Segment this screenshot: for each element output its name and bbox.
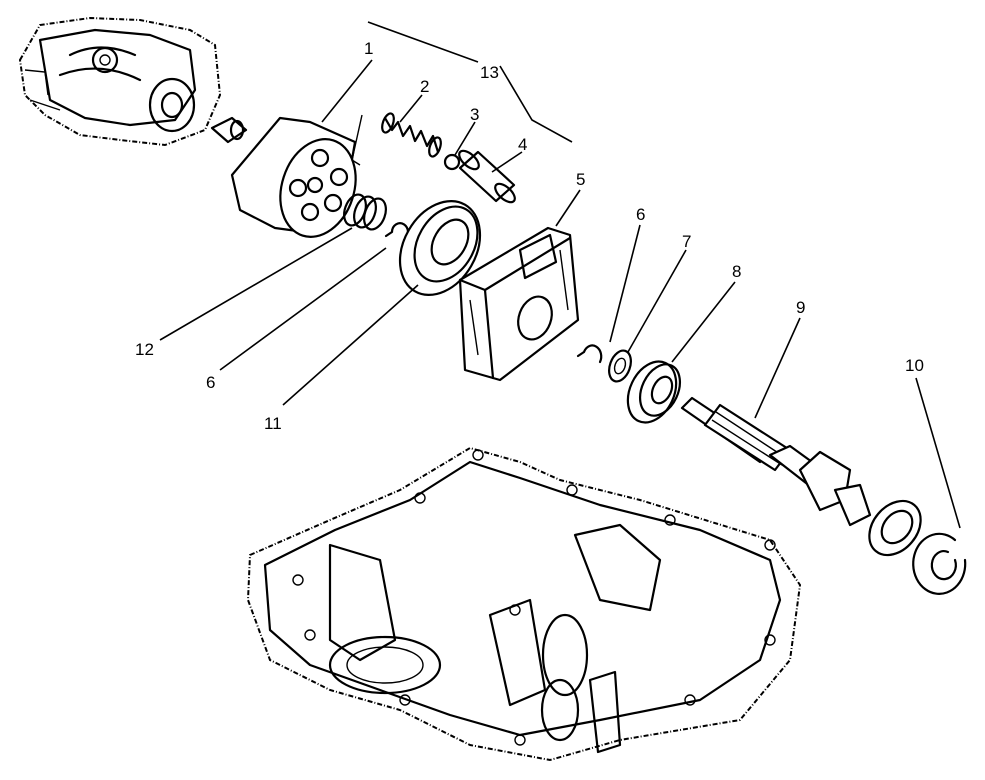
callouts: 1 2 3 4 5 6 7 8 9 10 11 12 6 13 — [135, 39, 924, 433]
bearing-upper — [626, 360, 682, 424]
snap-ring-right — [576, 344, 603, 364]
callout-4: 4 — [518, 135, 527, 154]
plunger — [458, 149, 516, 204]
callout-13: 13 — [480, 63, 499, 82]
swash-plate — [398, 200, 482, 296]
spring-lower — [343, 193, 387, 231]
callout-6-left: 6 — [206, 373, 215, 392]
spring-upper — [351, 112, 442, 166]
callout-10: 10 — [905, 356, 924, 375]
callout-5: 5 — [576, 170, 585, 189]
shaft — [680, 396, 872, 527]
transmission-case — [246, 446, 802, 762]
end-housing-block — [458, 226, 580, 382]
ball — [443, 153, 461, 171]
callout-3: 3 — [470, 105, 479, 124]
bearing-lower — [868, 499, 922, 557]
pin — [210, 116, 248, 144]
callout-7: 7 — [682, 232, 691, 251]
retaining-clip — [912, 532, 967, 595]
callout-2: 2 — [420, 77, 429, 96]
pump-housing — [18, 16, 222, 147]
cylinder-block — [230, 116, 357, 238]
callout-6-right: 6 — [636, 205, 645, 224]
callout-9: 9 — [796, 298, 805, 317]
washer — [608, 349, 632, 383]
callout-1: 1 — [364, 39, 373, 58]
callout-8: 8 — [732, 262, 741, 281]
callout-12: 12 — [135, 340, 154, 359]
callout-11: 11 — [264, 414, 282, 433]
leader-lines — [159, 21, 961, 529]
